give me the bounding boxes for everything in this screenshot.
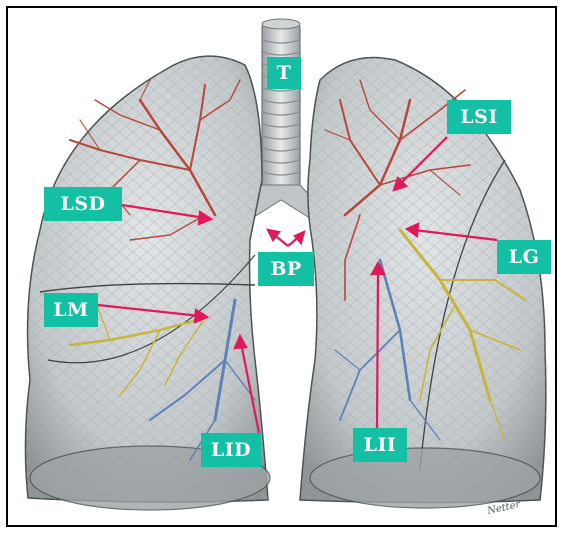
label-lid: LID <box>201 433 261 467</box>
label-t: T <box>267 57 301 89</box>
arrow-bp-left <box>268 230 288 246</box>
label-bp: BP <box>258 252 314 286</box>
label-lg: LG <box>497 240 551 274</box>
label-lsi: LSI <box>447 100 511 134</box>
label-lm: LM <box>44 293 98 327</box>
label-lsd: LSD <box>44 187 122 221</box>
arrow-bp-right <box>288 232 304 246</box>
label-lii: LII <box>353 428 407 462</box>
